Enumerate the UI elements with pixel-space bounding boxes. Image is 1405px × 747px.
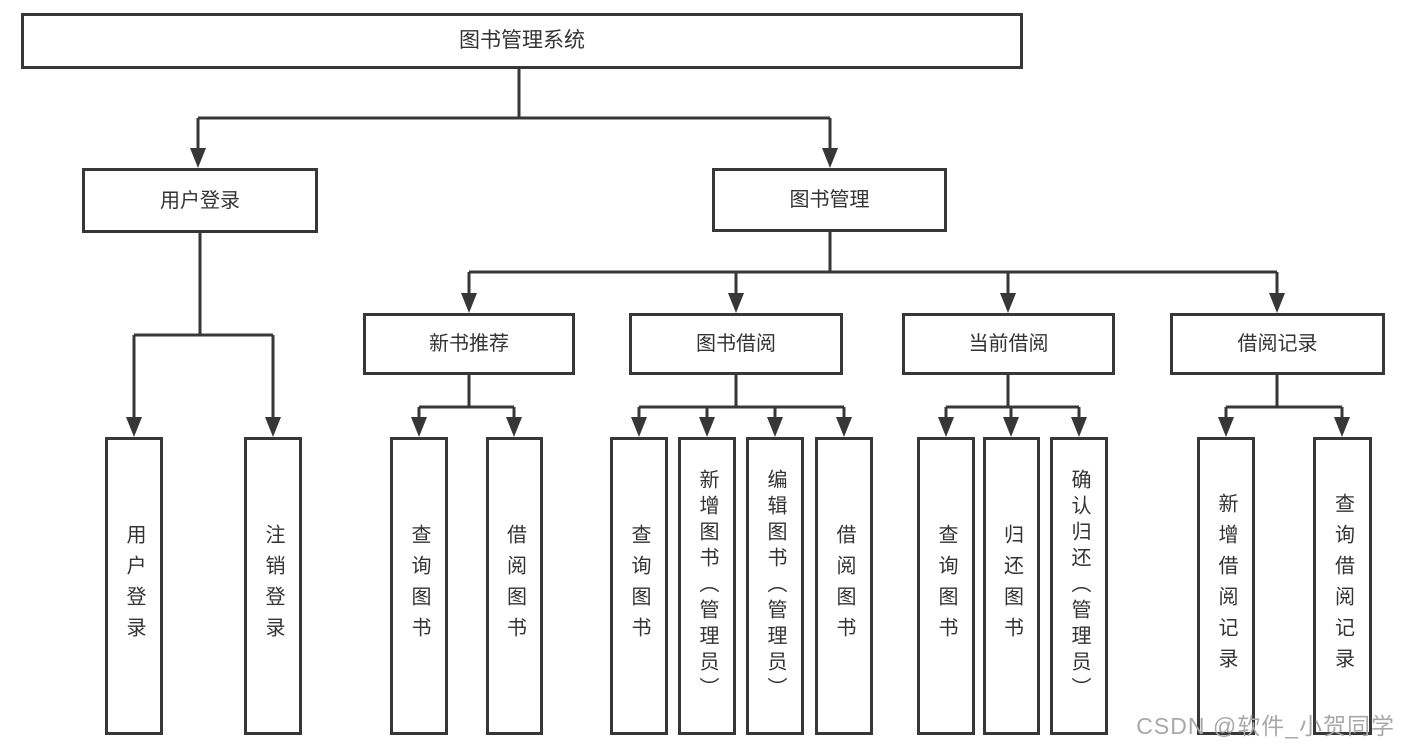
leaf-query-books-borrowing: 查询图书 — [610, 437, 668, 735]
leaf-query-borrow-record: 查询借阅记录 — [1313, 437, 1372, 735]
node-current-borrowing: 当前借阅 — [902, 313, 1115, 375]
leaf-return-books: 归还图书 — [983, 437, 1040, 735]
leaf-borrow-books-recommend: 借阅图书 — [486, 437, 543, 735]
leaf-edit-book-admin: 编辑图书（管理员） — [746, 437, 804, 735]
node-borrowing-records: 借阅记录 — [1170, 313, 1385, 375]
leaf-borrow-books-borrowing: 借阅图书 — [815, 437, 873, 735]
node-book-borrowing: 图书借阅 — [629, 313, 843, 375]
node-user-login: 用户登录 — [82, 168, 318, 233]
leaf-logout: 注销登录 — [244, 437, 302, 735]
leaf-add-borrow-record: 新增借阅记录 — [1197, 437, 1255, 735]
leaf-user-login: 用户登录 — [105, 437, 163, 735]
leaf-query-books-recommend: 查询图书 — [390, 437, 448, 735]
leaf-confirm-return-admin: 确认归还（管理员） — [1050, 437, 1108, 735]
connector-paths — [132, 69, 1344, 419]
arrowheads — [126, 148, 1350, 437]
node-new-book-recommendation: 新书推荐 — [363, 313, 575, 375]
leaf-add-book-admin: 新增图书（管理员） — [678, 437, 736, 735]
node-library-management-system: 图书管理系统 — [21, 13, 1023, 69]
leaf-query-books-current: 查询图书 — [917, 437, 975, 735]
node-book-management: 图书管理 — [712, 168, 947, 232]
